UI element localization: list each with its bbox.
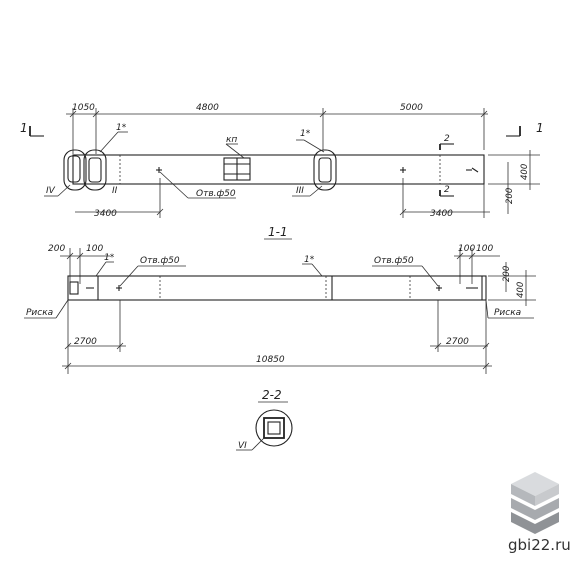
sec1-mark-left: Риска — [26, 308, 53, 318]
sec2-roman-vi: VI — [238, 441, 247, 451]
plan-dim-400: 400 — [520, 164, 530, 180]
section-2-2-title: 2-2 — [262, 388, 282, 402]
watermark-site: gbi22.ru — [508, 536, 571, 554]
sec1-dim-100-right-a: 100 — [458, 244, 475, 254]
section-1-1-title: 1-1 — [268, 225, 288, 239]
sec1-dim-200-vert: 200 — [502, 266, 512, 282]
sec1-end-detail-left — [69, 281, 79, 295]
sec1-dim-400-vert: 400 — [516, 282, 526, 298]
plan-dim-5000: 5000 — [400, 103, 423, 113]
plan-section-2-top: 2 — [444, 134, 450, 144]
hole-mark-right — [400, 167, 406, 173]
plan-roman-ii: II — [112, 186, 118, 196]
plan-roman-iii: III — [296, 186, 304, 196]
plan-section-2-bottom: 2 — [444, 185, 450, 195]
sec1-callout-2: 1* — [304, 255, 315, 265]
gbi-logo-icon — [511, 472, 559, 534]
plan-roman-iv: IV — [46, 186, 56, 196]
section-mark-right-num: 1 — [536, 121, 544, 135]
plan-callout-kp: кп — [226, 135, 237, 145]
sec2-outline-circle — [255, 409, 293, 447]
node-ellipse-ii — [83, 149, 107, 191]
sec1-hole-right — [436, 285, 442, 291]
sec1-dim-2700-left: 2700 — [74, 337, 97, 347]
sec1-callout-1: 1* — [104, 253, 115, 263]
plan-dim-3400-right: 3400 — [430, 209, 453, 219]
plan-callout-1: 1* — [116, 123, 127, 133]
section-2-2-view: 2-2 VI — [236, 388, 293, 451]
hole-mark-left — [156, 167, 162, 173]
sec1-dim-100-right-b: 100 — [476, 244, 493, 254]
plan-view: 1 1 1050 4800 5000 — [20, 103, 544, 219]
plan-dim-200: 200 — [505, 188, 515, 204]
sec2-square-section — [263, 417, 285, 439]
plan-hole-label: Отв.ф50 — [196, 189, 236, 199]
plan-dim-4800: 4800 — [196, 103, 219, 113]
sec1-hole-label-right: Отв.ф50 — [374, 256, 414, 266]
plan-beam-body — [72, 154, 485, 185]
sec1-dim-2700-right: 2700 — [446, 337, 469, 347]
sec1-hole-label-left: Отв.ф50 — [140, 256, 180, 266]
sec1-dim-total: 10850 — [256, 355, 285, 365]
section-1-1-view: 1-1 200 100 100 100 — [24, 225, 536, 374]
section-mark-left-num: 1 — [20, 121, 28, 135]
node-ellipse-iii — [313, 149, 337, 191]
plan-dim-1050: 1050 — [72, 103, 95, 113]
sec1-dim-100-left: 100 — [86, 244, 103, 254]
sec1-hole-left — [116, 285, 122, 291]
sec1-dim-200-left: 200 — [48, 244, 65, 254]
sec1-mark-right: Риска — [494, 308, 521, 318]
sec1-beam-body — [67, 275, 487, 301]
plan-callout-2: 1* — [300, 129, 311, 139]
plan-dim-3400-left: 3400 — [94, 209, 117, 219]
node-ellipse-iv — [63, 149, 87, 191]
